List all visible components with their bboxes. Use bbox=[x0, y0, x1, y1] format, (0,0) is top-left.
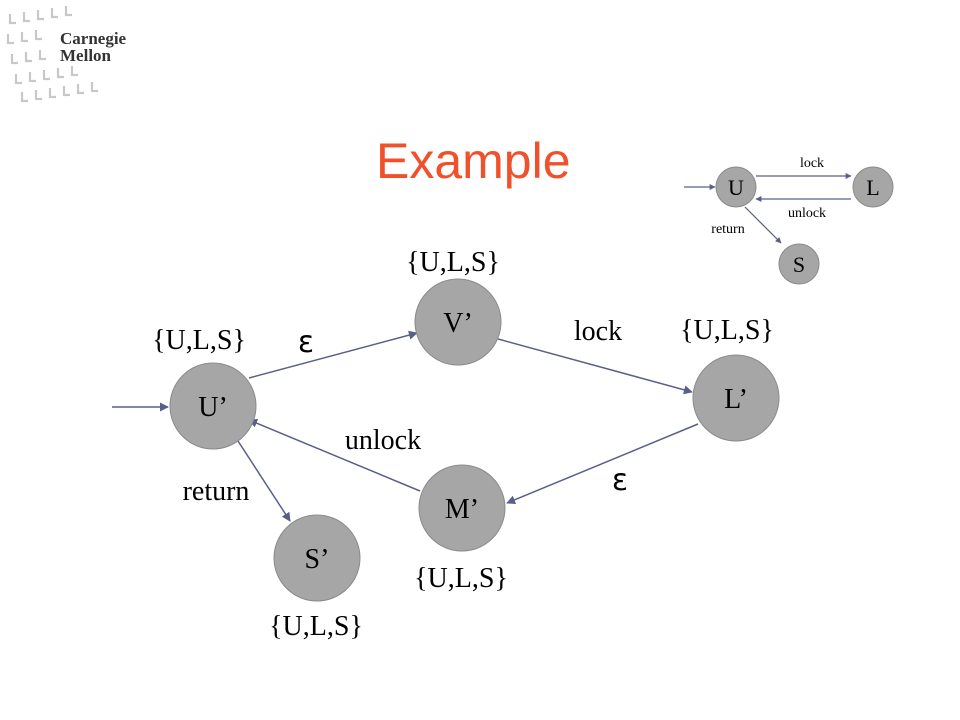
node-l bbox=[692, 354, 780, 442]
mini-node-l-label: L bbox=[866, 175, 879, 200]
logo-grid-icon bbox=[6, 6, 98, 103]
set-label-l: {U,L,S} bbox=[680, 315, 774, 346]
node-s-label: S’ bbox=[305, 544, 330, 575]
logo: Carnegie Mellon bbox=[60, 30, 126, 64]
set-label-s: {U,L,S} bbox=[269, 611, 363, 642]
mini-node-u-label: U bbox=[728, 175, 744, 200]
edge-m-to-u bbox=[248, 418, 421, 492]
node-l-label: L’ bbox=[724, 384, 748, 415]
node-m-label: M’ bbox=[445, 494, 479, 525]
node-s bbox=[273, 514, 361, 602]
logo-line1: Carnegie bbox=[60, 29, 127, 48]
set-label-u: {U,L,S} bbox=[152, 325, 246, 356]
mini-node-s-label: S bbox=[793, 252, 805, 277]
edge-v-to-l bbox=[497, 338, 693, 395]
edge-epsilon-label-lm: ε bbox=[612, 463, 628, 498]
edge-u-to-v bbox=[248, 330, 418, 379]
edge-u-to-s bbox=[237, 440, 291, 522]
logo-line2: Mellon bbox=[60, 46, 111, 65]
mini-edge-return bbox=[744, 206, 782, 244]
set-label-m: {U,L,S} bbox=[414, 563, 508, 594]
mini-node-l bbox=[852, 166, 894, 208]
mini-edge-return-label: return bbox=[711, 222, 744, 237]
mini-node-s bbox=[778, 243, 820, 285]
set-label-v: {U,L,S} bbox=[406, 247, 500, 278]
node-u bbox=[169, 362, 257, 450]
edge-unlock-label: unlock bbox=[345, 425, 421, 456]
page-title: Example bbox=[376, 133, 571, 189]
edge-return-label: return bbox=[183, 476, 250, 507]
edge-l-to-m bbox=[506, 423, 699, 505]
edge-epsilon-label-uv: ε bbox=[298, 325, 314, 360]
node-v-label: V’ bbox=[443, 308, 473, 339]
mini-graph: U L S lock unlock return bbox=[684, 156, 894, 285]
mini-edge-lock-label: lock bbox=[800, 156, 824, 171]
node-v bbox=[414, 278, 502, 366]
node-u-label: U’ bbox=[198, 392, 228, 423]
main-graph: U’ V’ L’ M’ S’ {U,L,S} {U,L,S} {U,L,S} {… bbox=[112, 247, 780, 642]
edge-lock-label: lock bbox=[574, 316, 622, 347]
mini-node-u bbox=[715, 166, 757, 208]
node-m bbox=[418, 464, 506, 552]
mini-edge-unlock-label: unlock bbox=[788, 206, 826, 221]
